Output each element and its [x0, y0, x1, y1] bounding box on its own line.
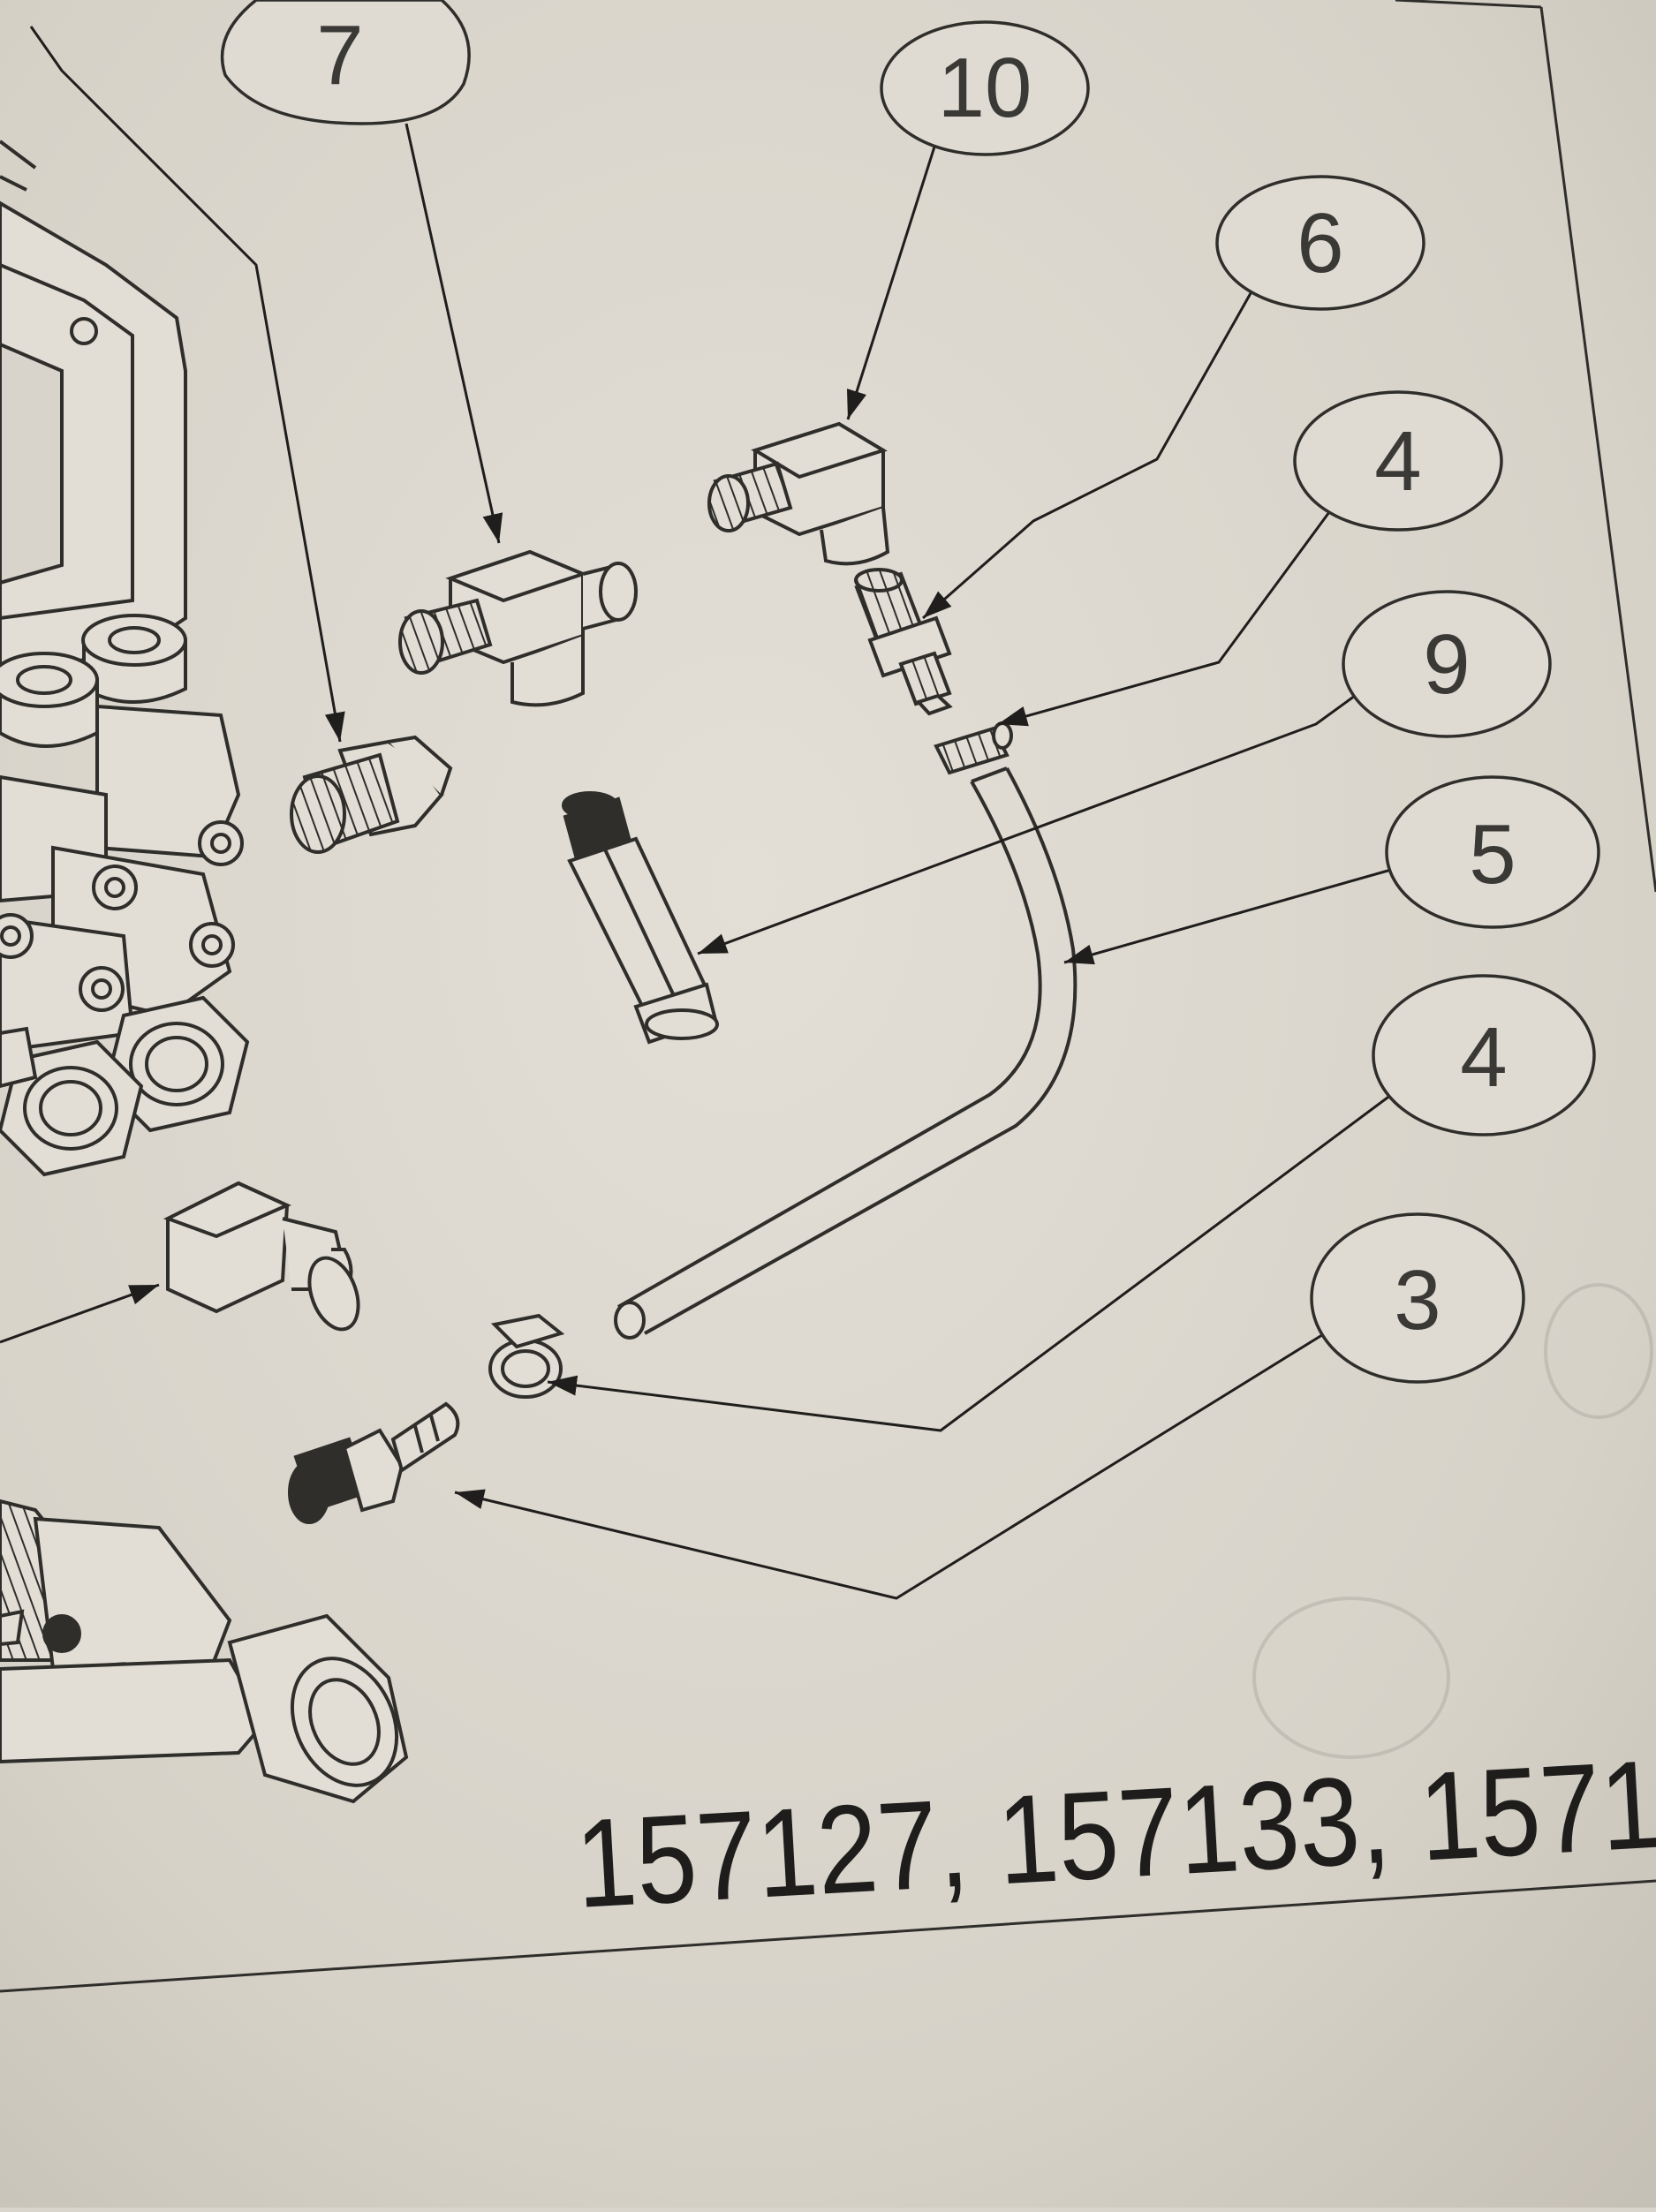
part-6-nipple [854, 568, 953, 716]
callout-4-lower: 4 [1372, 974, 1596, 1136]
part-4-hose-clamp-large [488, 1313, 565, 1399]
callout-5: 5 [1385, 775, 1600, 929]
callout-10: 10 [880, 20, 1090, 156]
callout-6: 6 [1215, 175, 1425, 311]
part-10-elbow-fitting [707, 421, 890, 566]
bleed-through-marks [1252, 1283, 1653, 1759]
callout-label-7: 7 [316, 8, 363, 102]
frame-border [0, 0, 1656, 1993]
outlet-assembly [0, 1499, 409, 1804]
pump-body [0, 140, 250, 1177]
callout-9: 9 [1342, 590, 1552, 738]
callout-label-4-lower: 4 [1460, 1010, 1507, 1105]
part-3-hose-barb [288, 1401, 460, 1524]
part-7-plug [290, 735, 453, 854]
callout-label-9: 9 [1423, 617, 1470, 712]
callout-3: 3 [1310, 1212, 1525, 1384]
part-9-valve [562, 791, 719, 1045]
callout-7: 7 [220, 0, 471, 125]
callout-label-10: 10 [938, 41, 1032, 135]
callout-label-4-upper: 4 [1374, 414, 1421, 509]
part-7-tee-fitting [398, 549, 638, 707]
quick-connect-fitting [163, 1181, 360, 1332]
leader-lines [0, 26, 1392, 1600]
callout-label-6: 6 [1297, 196, 1343, 291]
callout-label-5: 5 [1469, 807, 1516, 902]
callout-4-upper: 4 [1293, 390, 1503, 532]
callout-label-3: 3 [1394, 1253, 1440, 1348]
